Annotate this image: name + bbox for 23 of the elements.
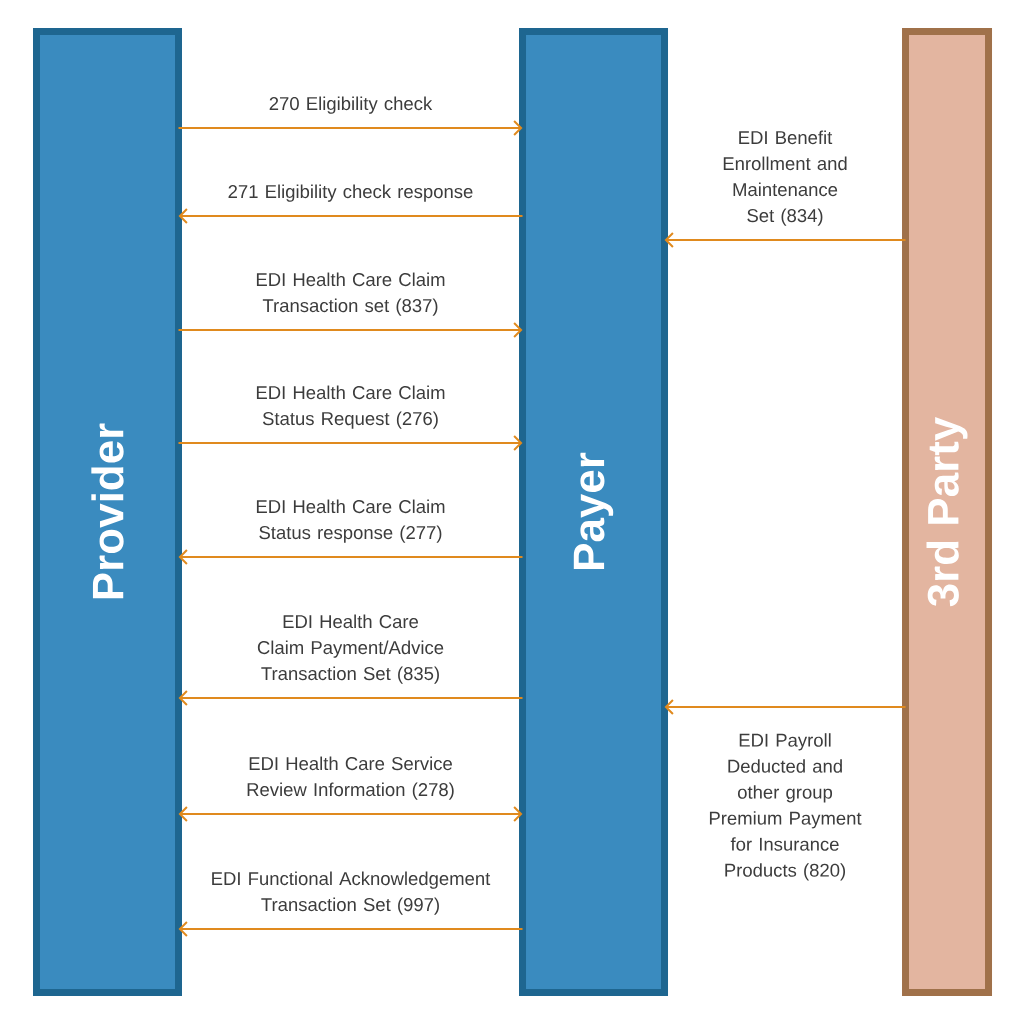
lane-bar: 3rd Party — [902, 28, 992, 996]
edge-label: EDI Functional Acknowledgement Transaction Set (997) — [212, 871, 491, 915]
arrow — [178, 208, 524, 224]
arrow — [177, 322, 523, 338]
lane-bar: Provider — [33, 28, 182, 996]
edge-label: EDI Health Care Claim Status Request (276) — [256, 385, 445, 429]
edge-label: EDI Health Care Service Review Information (278) — [247, 756, 454, 800]
edge-label: EDI Health Care Claim Status response (277) — [256, 499, 445, 543]
edge-label: EDI Benefit Enrollment and Maintenance Set (834) — [723, 130, 847, 226]
edge-label: EDI Health Care Claim Transaction set (837) — [256, 272, 445, 316]
arrow — [177, 435, 523, 451]
edge-label: EDI Health Care Claim Payment/Advice Transaction Set (835) — [257, 614, 444, 684]
arrow — [178, 806, 523, 822]
edge-label: 270 Eligibility check — [269, 96, 433, 114]
edge-label: 271 Eligibility check response — [228, 184, 473, 202]
lane-bar: Payer — [519, 28, 668, 996]
arrow — [178, 549, 524, 565]
arrow — [177, 120, 523, 136]
arrow — [664, 699, 907, 715]
arrow — [664, 232, 907, 248]
edge-label: EDI Payroll Deducted and other group Premium Payment for Insurance Products (820) — [709, 733, 862, 881]
arrow — [178, 921, 524, 937]
arrow — [178, 690, 524, 706]
